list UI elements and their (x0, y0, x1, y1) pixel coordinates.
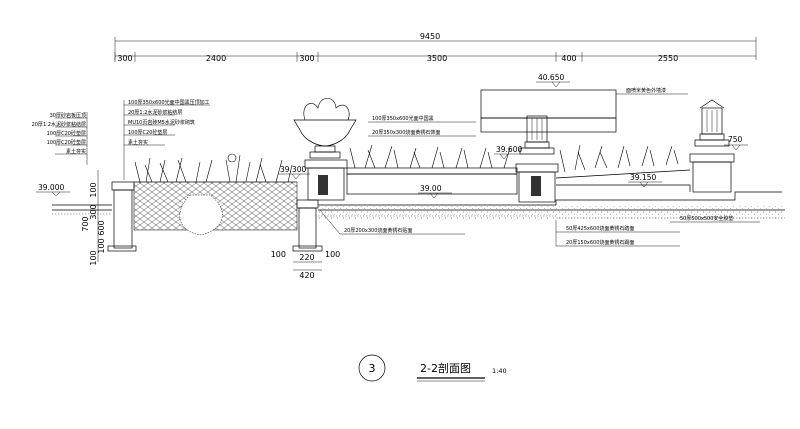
pier-dim-1: 100 (271, 250, 286, 259)
left-note-2: 20厚1:2水泥砂浆粘结层 (32, 121, 86, 128)
left-shrubs (134, 153, 293, 183)
drawing-title: 3 2-2剖面图 1:40 (358, 354, 507, 382)
left-note-4: 100厚C20砼垫层 (47, 139, 86, 146)
lamp-pillar-2: 750 (689, 99, 748, 193)
right-stairs (555, 144, 691, 192)
center-note-2: 20厚350x300烧面黄锈石饰面 (372, 129, 440, 136)
elevation-top: 40.650 (538, 73, 564, 82)
bottom-note-1: 20厚200x300烧面黄锈石贴面 (344, 227, 412, 234)
vdim-6: 100 (97, 238, 106, 253)
elevation-left-label: 39.000 (38, 183, 64, 192)
left-note-5: 素土夯实 (66, 148, 86, 155)
left-note-3: 100厚C20砼垫层 (47, 130, 86, 137)
mid-elevations: 39.300 39.600 39.00 39.150 (278, 145, 662, 199)
center-notes: 100厚350x600光面中国黑 20厚350x300烧面黄锈石饰面 (368, 115, 476, 137)
pier-dim-3: 100 (325, 250, 340, 259)
left-note-group: 30厚砂岩板压顶 20厚1:2水泥砂浆粘结层 100厚C20砼垫层 100厚C2… (32, 112, 88, 165)
elevation-right-top: 750 (728, 135, 743, 144)
vdim-3: 100 (89, 250, 98, 265)
left-note-b-2: 20厚1:2水泥砂浆粘结层 (128, 109, 182, 116)
ground-line (52, 191, 785, 220)
pier-dim-4: 420 (299, 271, 314, 280)
left-note-group-b: 100厚350x600光面中国黑压顶加工 20厚1:2水泥砂浆粘结层 MU10页… (123, 99, 210, 180)
bottom-notes: 20厚200x300烧面黄锈石贴面 50厚425x600烧面黄锈石踏面 50厚5… (319, 209, 760, 247)
top-dimension-chain: 9450 300 2400 300 3500 400 2550 (114, 32, 757, 63)
rear-wall-note: 面喷米黄色外墙漆 (626, 87, 666, 94)
urn-planter (293, 97, 357, 159)
dim-seg-5: 400 (561, 54, 576, 63)
bottom-note-2: 50厚425x600烧面黄锈石踏面 (566, 225, 634, 232)
elevation-pillar-mid: 39.600 (496, 145, 522, 154)
bottom-note-3: 50厚500x500安全胶垫 (680, 215, 733, 222)
dim-seg-3: 300 (299, 54, 314, 63)
vdim-5: 600 (97, 220, 106, 235)
center-pier (304, 159, 518, 201)
title-number: 3 (369, 362, 376, 375)
bottom-note-4: 20厚150x600烧面黄锈石踢面 (566, 239, 634, 246)
rear-wall: 40.650 面喷米黄色外墙漆 (480, 73, 688, 133)
left-note-b-5: 素土夯实 (128, 139, 148, 146)
elevation-right: 39.150 (630, 173, 656, 182)
center-note-1: 100厚350x600光面中国黑 (372, 115, 434, 122)
center-shrubs (349, 144, 511, 169)
left-note-b-1: 100厚350x600光面中国黑压顶加工 (128, 99, 210, 106)
left-note-b-4: 100厚C20砼垫层 (128, 129, 167, 136)
title-name: 2-2剖面图 (420, 361, 471, 375)
elevation-left: 39.000 (36, 183, 70, 197)
left-planter (107, 181, 323, 252)
dim-seg-4: 3500 (427, 54, 447, 63)
pier-dims: 100 220 100 420 (271, 250, 341, 280)
elevation-center: 39.00 (420, 184, 442, 193)
left-note-1: 30厚砂岩板压顶 (50, 112, 86, 119)
title-scale: 1:40 (492, 367, 507, 375)
dim-seg-2: 2400 (206, 54, 226, 63)
left-note-b-3: MU10页岩砖M5水泥砂浆砌筑 (128, 119, 195, 126)
vdim-1: 100 (89, 182, 98, 197)
left-vertical-dims: 100 300 100 700 600 100 (81, 170, 106, 266)
elevation-pier-top: 39.300 (280, 165, 306, 174)
vdim-4: 700 (81, 216, 90, 231)
dim-seg-1: 300 (117, 54, 132, 63)
dim-seg-6: 2550 (658, 54, 678, 63)
vdim-2: 300 (89, 204, 98, 219)
lamp-pillar-1 (515, 115, 559, 203)
dim-total: 9450 (420, 32, 440, 41)
pier-dim-2: 220 (299, 253, 314, 262)
